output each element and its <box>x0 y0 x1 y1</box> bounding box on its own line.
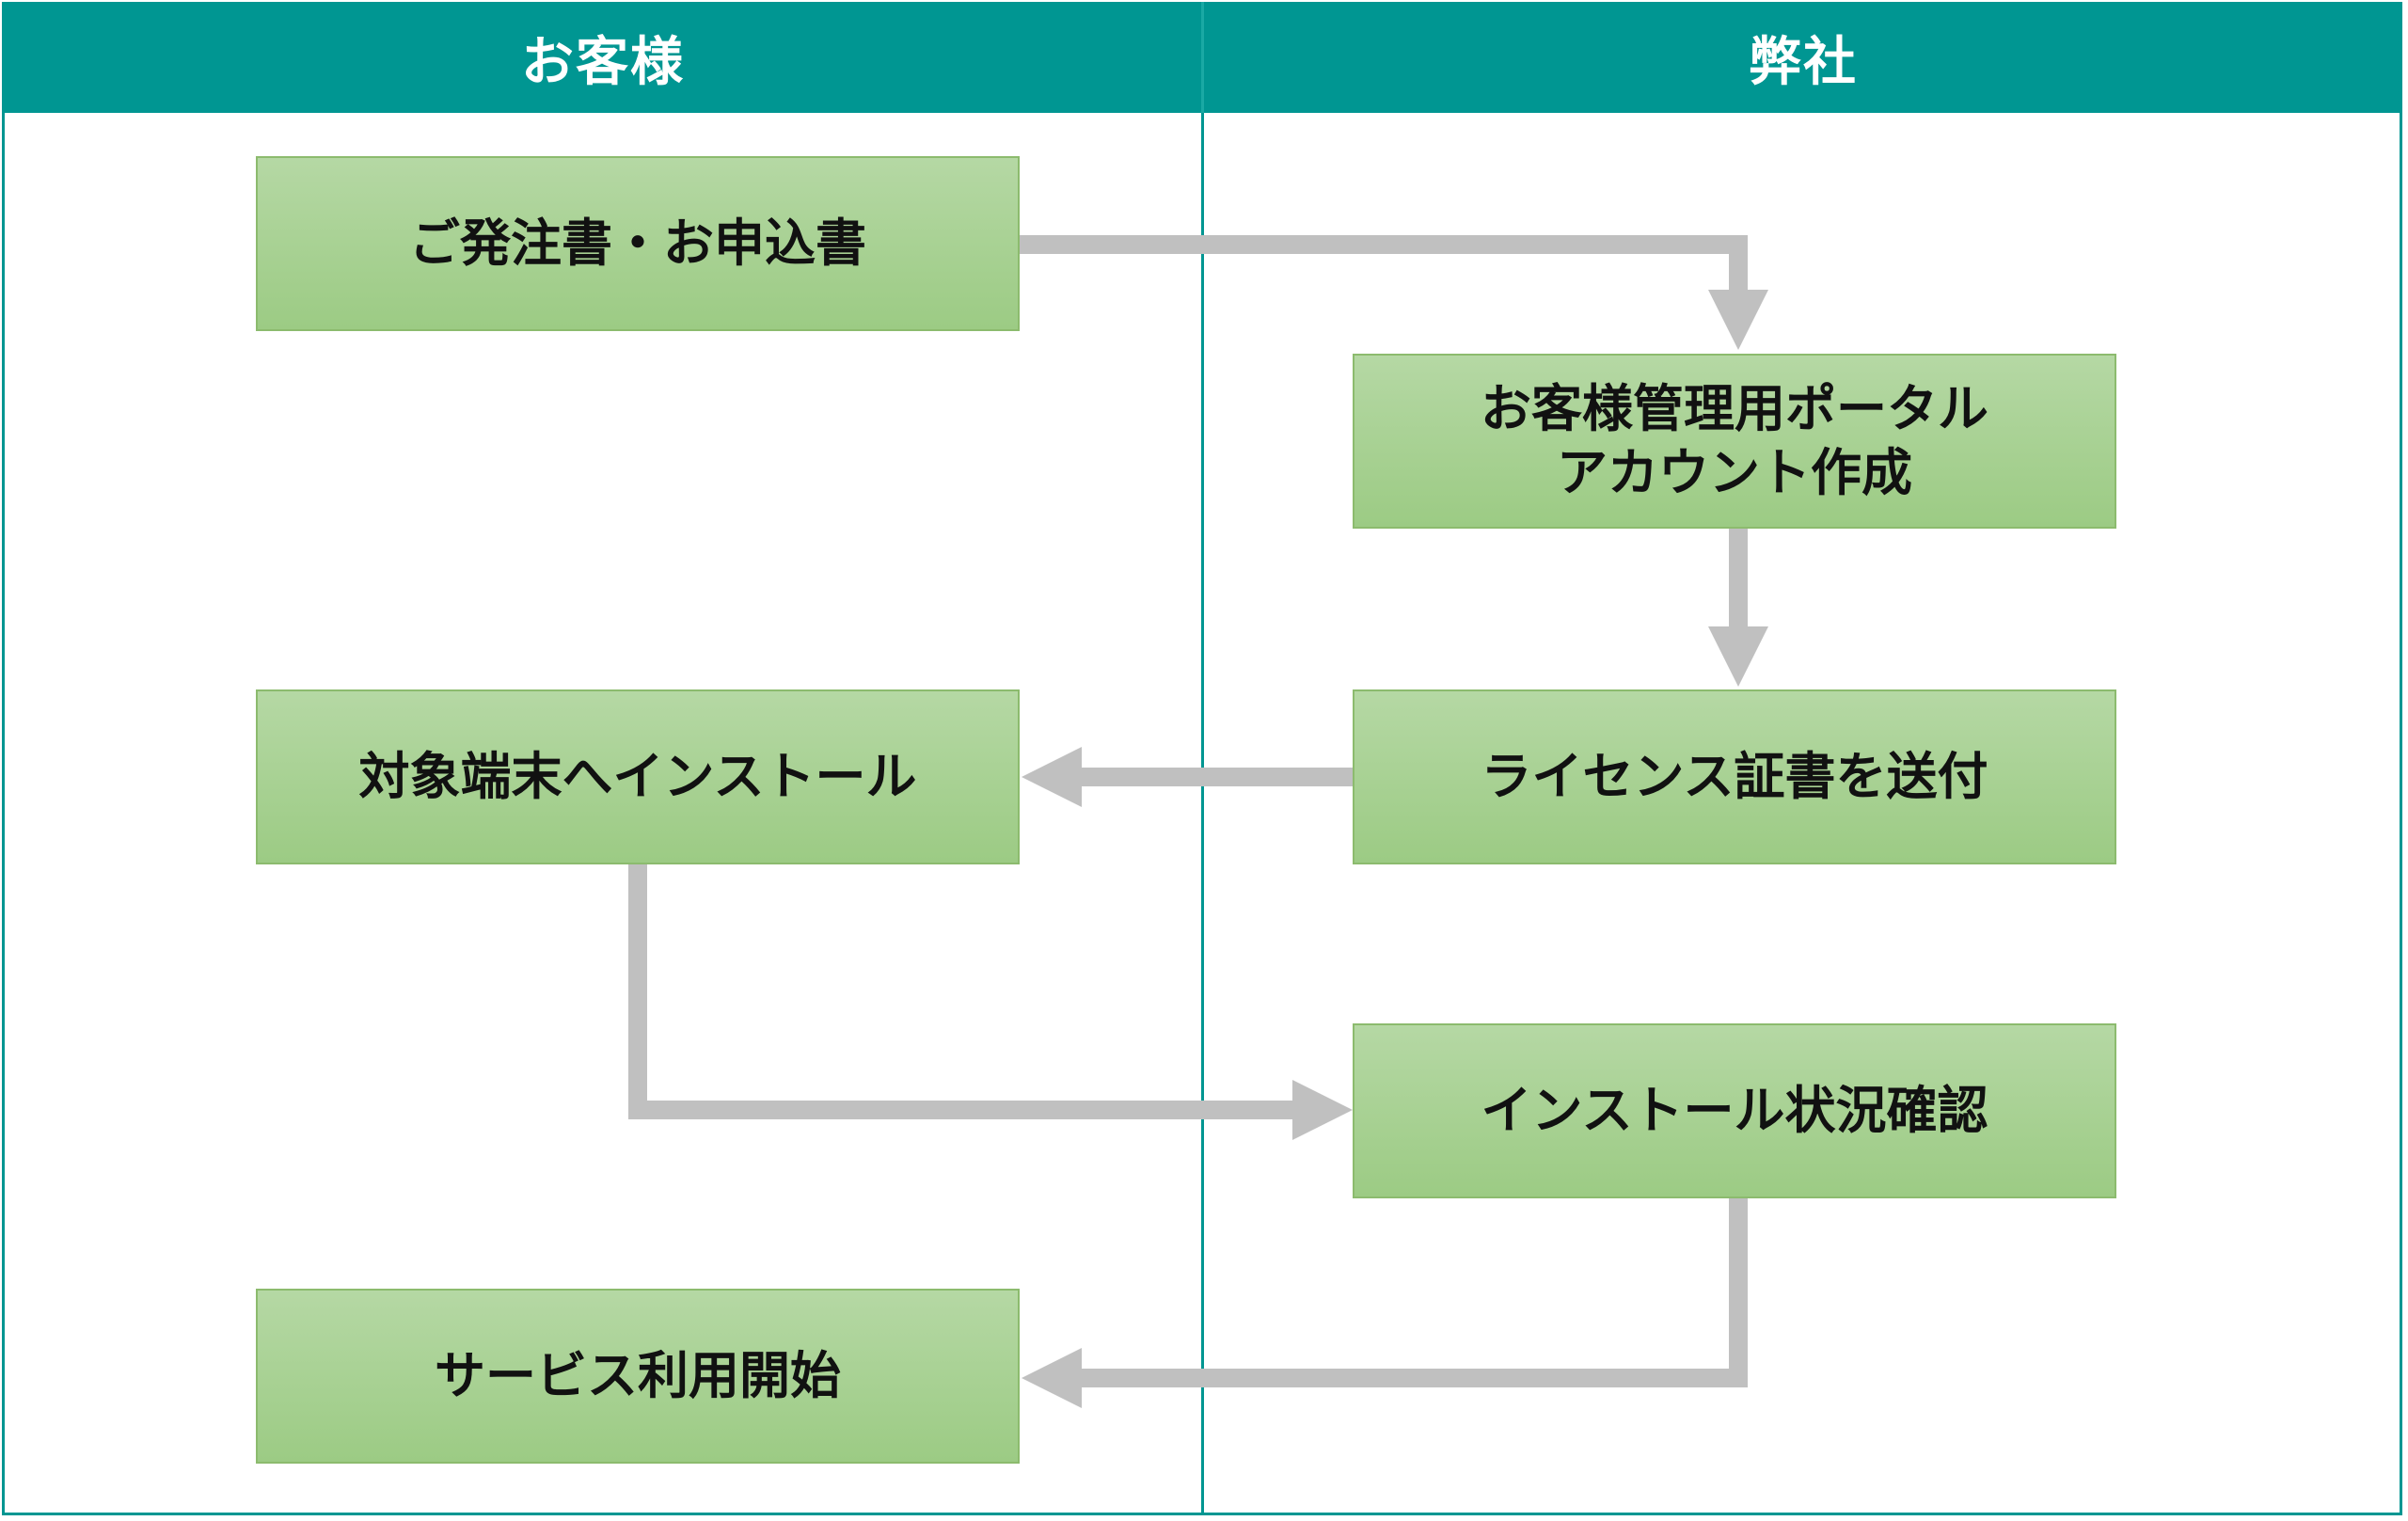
step-start-label: サービス利用開始 <box>435 1346 841 1405</box>
arrow-order-to-account <box>1020 235 1748 299</box>
step-install: 対象端末へインストール <box>256 689 1020 864</box>
step-check: インストール状況確認 <box>1353 1023 2116 1198</box>
step-install-label: 対象端末へインストール <box>358 747 917 806</box>
arrowhead-account <box>1708 290 1768 350</box>
lane-label-customer: お客様 <box>521 31 685 93</box>
step-account: お客様管理用ポータル アカウント作成 <box>1353 354 2116 529</box>
lane-label-company: 弊社 <box>1749 31 1858 93</box>
arrow-check-to-start <box>1077 1198 1748 1387</box>
arrowhead-check <box>1292 1080 1353 1140</box>
step-order: ご発注書・お申込書 <box>256 156 1020 331</box>
arrowhead-license <box>1708 626 1768 687</box>
step-license: ライセンス証書を送付 <box>1353 689 2116 864</box>
lane-header-customer: お客様 <box>2 2 1204 113</box>
arrow-install-to-check <box>628 863 1298 1119</box>
arrowhead-install <box>1022 747 1082 807</box>
step-license-label: ライセンス証書を送付 <box>1481 747 1988 806</box>
step-check-label: インストール状況確認 <box>1481 1081 1988 1140</box>
step-account-label: お客様管理用ポータル アカウント作成 <box>1481 379 1988 502</box>
lane-divider <box>1201 2 1204 1515</box>
step-start: サービス利用開始 <box>256 1289 1020 1464</box>
step-order-label: ご発注書・お申込書 <box>409 214 866 273</box>
lane-header-company: 弊社 <box>1204 2 2402 113</box>
header-separator <box>1201 2 1204 113</box>
arrowhead-start <box>1022 1348 1082 1408</box>
